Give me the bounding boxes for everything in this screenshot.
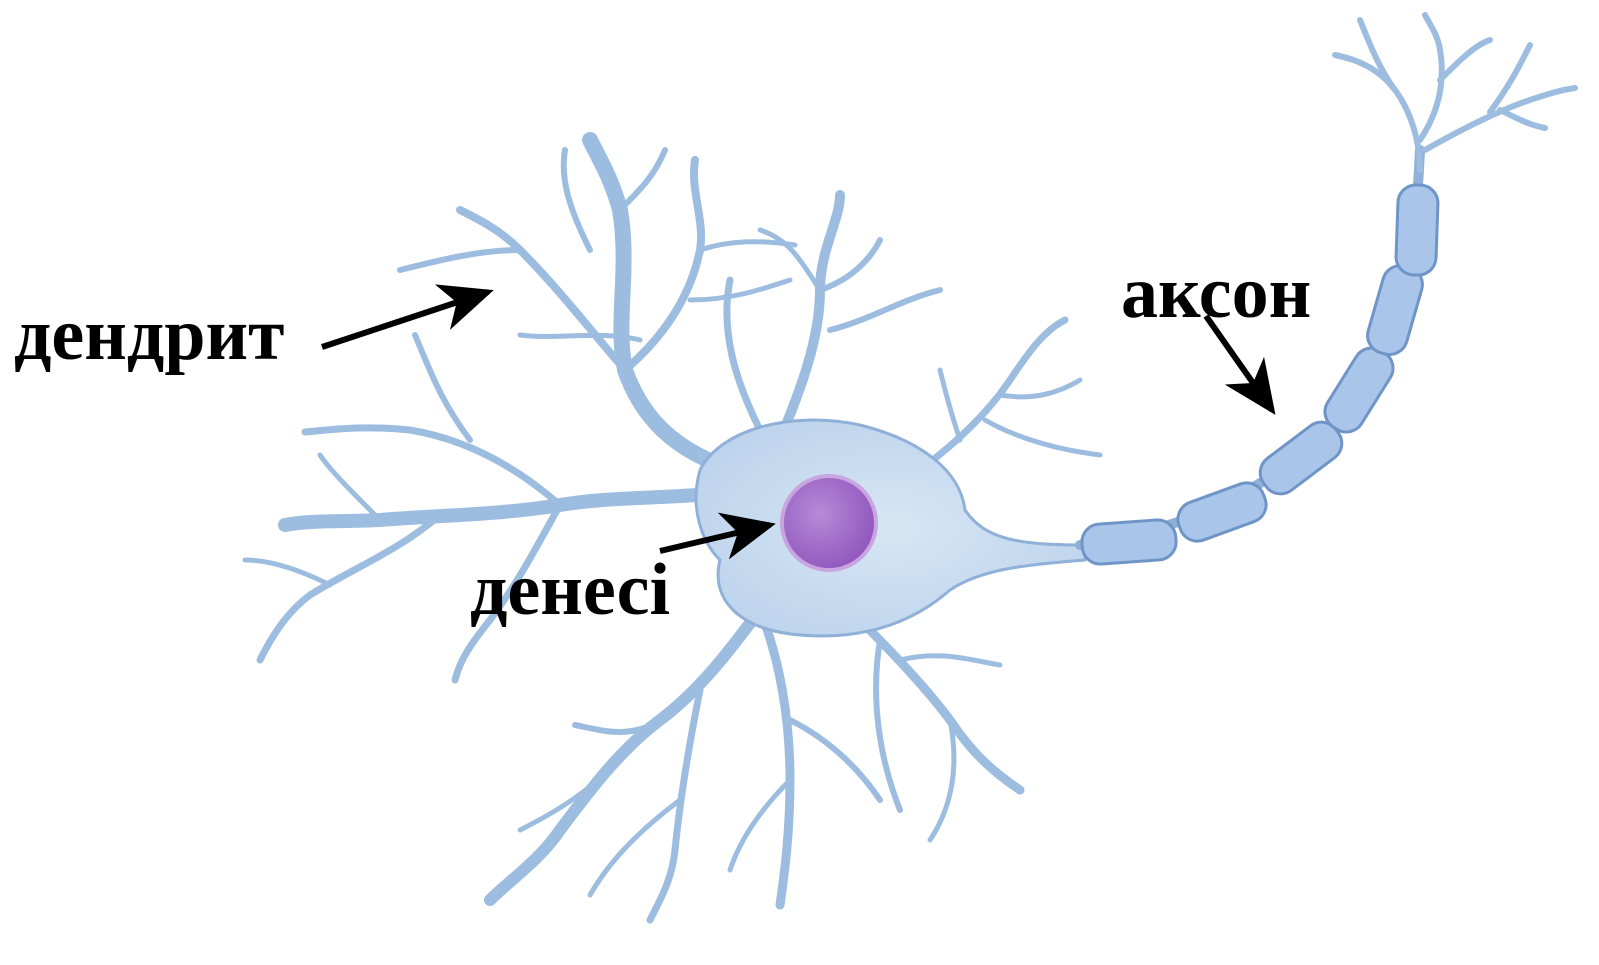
dendrite-label: дендрит — [14, 298, 285, 372]
myelin-segment — [1173, 478, 1271, 546]
axon-terminals — [1335, 15, 1575, 170]
cell-body-label: денесі — [470, 553, 670, 627]
axon-label: аксон — [1121, 256, 1311, 330]
myelin-segment — [1081, 519, 1178, 565]
dendrite-arrow — [322, 292, 488, 347]
myelin-segment — [1395, 184, 1438, 275]
nucleus — [782, 476, 876, 570]
myelin-sheath — [1081, 184, 1439, 565]
